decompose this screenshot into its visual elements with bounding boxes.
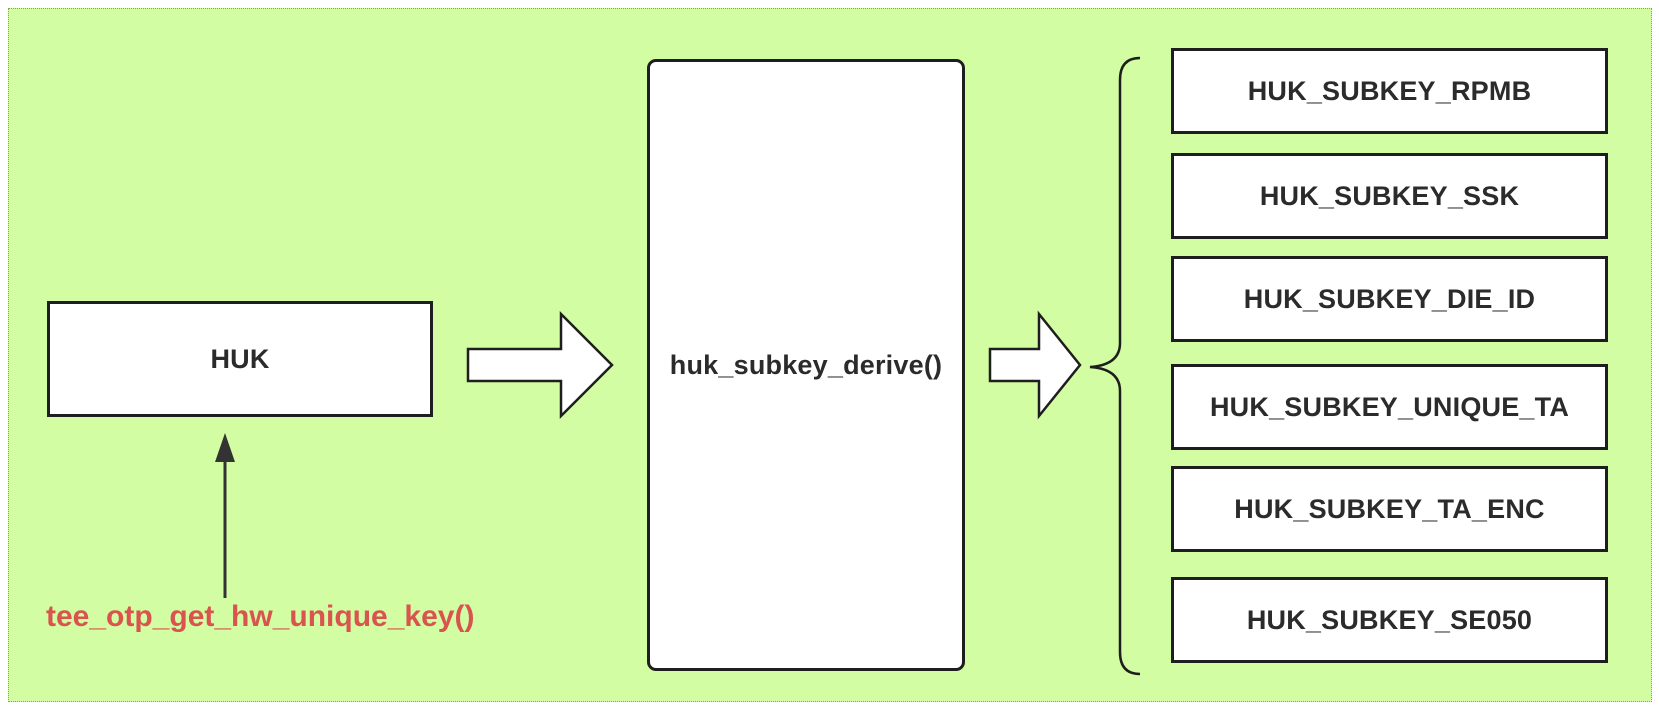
huk-label: HUK <box>210 343 270 374</box>
subkey-box-ssk: HUK_SUBKEY_SSK <box>1171 153 1608 239</box>
subkey-box-rpmb: HUK_SUBKEY_RPMB <box>1171 48 1608 134</box>
subkey-box-unique-ta: HUK_SUBKEY_UNIQUE_TA <box>1171 364 1608 450</box>
caller-function-label: tee_otp_get_hw_unique_key() <box>46 600 475 633</box>
subkey-box-die-id: HUK_SUBKEY_DIE_ID <box>1171 256 1608 342</box>
derive-function-label: huk_subkey_derive() <box>669 349 943 380</box>
subkey-label: HUK_SUBKEY_TA_ENC <box>1234 493 1545 524</box>
subkey-label: HUK_SUBKEY_SE050 <box>1246 604 1533 635</box>
derive-function-box: huk_subkey_derive() <box>647 59 965 671</box>
subkey-label: HUK_SUBKEY_RPMB <box>1247 75 1532 106</box>
subkey-label: HUK_SUBKEY_DIE_ID <box>1243 283 1536 314</box>
huk-box: HUK <box>47 301 433 417</box>
subkey-box-se050: HUK_SUBKEY_SE050 <box>1171 577 1608 663</box>
subkey-label: HUK_SUBKEY_SSK <box>1259 180 1520 211</box>
subkey-label: HUK_SUBKEY_UNIQUE_TA <box>1209 391 1570 422</box>
subkey-box-ta-enc: HUK_SUBKEY_TA_ENC <box>1171 466 1608 552</box>
